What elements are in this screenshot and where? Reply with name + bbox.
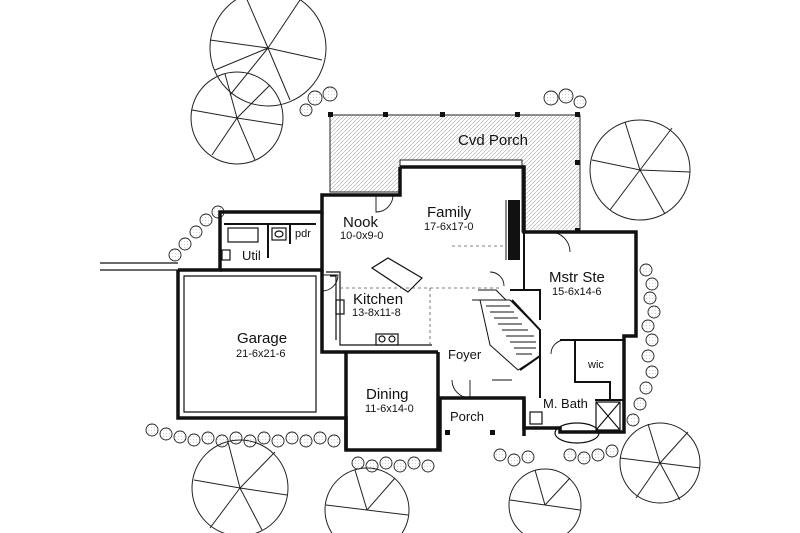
room-label-m-bath: M. Bath <box>543 396 588 411</box>
door-swings <box>321 194 571 399</box>
room-label-mstr-ste: Mstr Ste <box>549 269 605 286</box>
tree-bottom-left <box>191 439 289 533</box>
room-label-porch: Porch <box>450 409 484 424</box>
shrubs <box>145 86 661 473</box>
room-label-pdr: pdr <box>295 228 311 240</box>
room-dims-nook: 10-0x9-0 <box>340 230 384 242</box>
room-label-cvd-porch: Cvd Porch <box>458 132 529 149</box>
tree-far-right <box>619 422 701 504</box>
room-label-util: Util <box>242 248 261 263</box>
room-dims-kitchen: 13-8x11-8 <box>352 307 401 319</box>
room-label-kitchen: Kitchen <box>353 291 404 308</box>
room-dims-dining: 11-6x14-0 <box>365 403 414 415</box>
room-dims-family: 17-6x17-0 <box>424 221 474 233</box>
room-label-nook: Nook <box>343 214 379 231</box>
bath-fixtures <box>221 227 621 444</box>
stairs <box>472 289 541 371</box>
tree-bottom-center <box>324 467 410 533</box>
room-label-family: Family <box>427 204 472 221</box>
fireplace <box>505 200 520 260</box>
room-label-wic: wic <box>588 359 604 371</box>
tree-bottom-right <box>508 468 582 533</box>
room-dims-mstr-ste: 15-6x14-6 <box>552 286 602 298</box>
tree-left <box>190 71 284 165</box>
entry-porch-columns <box>445 430 495 435</box>
tree-right <box>589 119 691 221</box>
ceiling-lines <box>340 245 506 345</box>
garage-walls <box>100 262 317 413</box>
room-dims-garage: 21-6x21-6 <box>236 348 286 360</box>
room-label-dining: Dining <box>366 386 409 403</box>
room-label-garage: Garage <box>237 330 288 347</box>
interior-walls <box>224 223 624 401</box>
kitchen-fixtures <box>326 257 432 346</box>
room-label-foyer: Foyer <box>448 347 482 362</box>
tree-top-left <box>209 0 327 107</box>
exterior-walls <box>176 165 638 452</box>
trees <box>190 0 701 533</box>
